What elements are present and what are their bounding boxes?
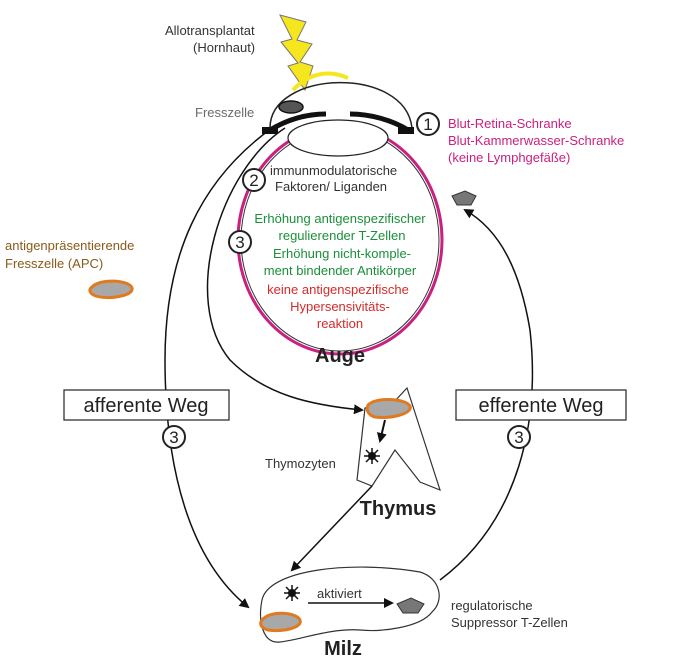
efferent-box <box>455 389 627 421</box>
cornea-dome <box>269 81 413 129</box>
effect-green-3: Erhöhung nicht-komple- <box>273 246 411 261</box>
apc-cell-icon <box>88 279 134 300</box>
regulatory-label-1: regulatorische <box>451 598 533 613</box>
regulatory-t-cell-spleen-icon <box>396 597 425 614</box>
activated-label: aktiviert <box>317 586 362 601</box>
effect-red-3: reaktion <box>317 316 363 331</box>
number-circle-3-eye <box>228 230 252 254</box>
lens <box>287 119 389 157</box>
barrier-line-1: Blut-Retina-Schranke <box>448 116 572 131</box>
phagocyte-icon <box>278 100 304 114</box>
afferent-box <box>63 389 230 421</box>
barrier-line-2: Blut-Kammerwasser-Schranke <box>448 133 624 148</box>
number-3-eye: 3 <box>235 233 244 252</box>
afferent-curve-to-thymus <box>206 127 364 415</box>
spleen-apc-icon <box>259 611 302 632</box>
allograft-label-2: (Hornhaut) <box>193 40 255 55</box>
spleen-shape <box>259 566 440 643</box>
thymocytes-label: Thymozyten <box>265 456 336 471</box>
effect-green-2: regulierender T-Zellen <box>279 228 406 243</box>
number-3-efferent: 3 <box>514 428 523 447</box>
thymus-to-spleen-arrow <box>290 485 373 572</box>
thymus-label: Thymus <box>360 498 437 520</box>
number-3-afferent: 3 <box>169 428 178 447</box>
regulatory-t-cell-eye-icon <box>451 190 477 206</box>
regulatory-label-2: Suppressor T-Zellen <box>451 615 568 630</box>
cornea-graft-segment <box>291 71 349 92</box>
afferent-curve-to-spleen <box>164 127 273 609</box>
factors-line-2: Faktoren/ Liganden <box>275 179 387 194</box>
number-2: 2 <box>249 171 258 190</box>
apc-label-2: Fresszelle (APC) <box>5 256 103 271</box>
barrier-line-3: (keine Lymphgefäße) <box>448 150 570 165</box>
spleen-star-icon <box>284 585 300 601</box>
efferent-curve-to-eye <box>439 209 534 581</box>
factors-line-1: immunmodulatorische <box>270 163 397 178</box>
thymus-apc-icon <box>365 398 412 419</box>
number-circle-3-efferent <box>507 425 531 449</box>
effect-green-4: ment bindender Antikörper <box>264 263 417 278</box>
number-circle-2 <box>242 168 266 192</box>
effect-red-1: keine antigenspezifische <box>267 282 409 297</box>
spleen-label: Milz <box>324 638 362 660</box>
number-circle-3-afferent <box>162 425 186 449</box>
phagocyte-label: Fresszelle <box>195 105 254 120</box>
thymocyte-star-icon <box>364 448 380 464</box>
effect-green-1: Erhöhung antigenspezifischer <box>254 211 426 226</box>
effect-red-2: Hypersensivitäts- <box>290 299 390 314</box>
allograft-label-1: Allotransplantat <box>165 23 255 38</box>
number-1: 1 <box>423 115 432 134</box>
number-circle-1 <box>416 112 440 136</box>
eye-label: Auge <box>315 345 365 367</box>
afferent-label: afferente Weg <box>84 395 209 417</box>
apc-label-1: antigenpräsentierende <box>5 238 134 253</box>
efferent-label: efferente Weg <box>479 395 604 417</box>
